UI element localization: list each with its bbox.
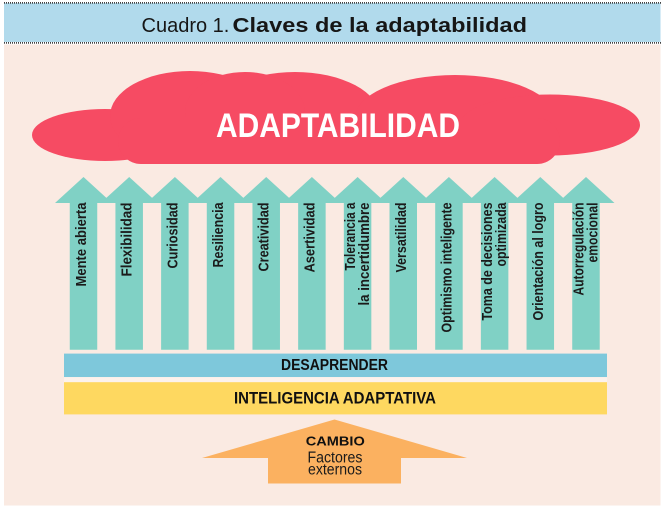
svg-text:Factores: Factores (308, 450, 363, 467)
svg-text:Orientación al logro: Orientación al logro (530, 203, 547, 321)
svg-text:Versatilidad: Versatilidad (393, 203, 410, 273)
svg-text:Resiliencia: Resiliencia (210, 202, 227, 268)
svg-text:Cuadro 1.: Cuadro 1. (142, 15, 230, 37)
svg-text:CAMBIO: CAMBIO (306, 433, 365, 448)
svg-text:Asertividad: Asertividad (301, 203, 318, 273)
svg-text:emocional: emocional (585, 203, 602, 263)
svg-text:Mente abierta: Mente abierta (73, 202, 90, 287)
svg-text:Autorregulación: Autorregulación (571, 203, 588, 296)
svg-text:ADAPTABILIDAD: ADAPTABILIDAD (216, 107, 460, 145)
svg-text:Claves de la adaptabilidad: Claves de la adaptabilidad (233, 15, 528, 37)
svg-text:Optimismo inteligente: Optimismo inteligente (438, 203, 455, 333)
svg-text:DESAPRENDER: DESAPRENDER (281, 357, 388, 374)
svg-text:Toma de decisiones: Toma de decisiones (479, 203, 496, 321)
svg-text:Tolerancia a: Tolerancia a (342, 202, 359, 271)
svg-text:Creatividad: Creatividad (256, 203, 273, 272)
svg-text:Flexibilidad: Flexibilidad (119, 203, 136, 277)
svg-text:optimizada: optimizada (493, 202, 510, 267)
svg-text:la incertidumbre: la incertidumbre (356, 203, 373, 306)
svg-text:Curiosidad: Curiosidad (164, 203, 181, 269)
svg-text:externos: externos (308, 461, 362, 478)
svg-text:INTELIGENCIA ADAPTATIVA: INTELIGENCIA ADAPTATIVA (234, 389, 436, 408)
